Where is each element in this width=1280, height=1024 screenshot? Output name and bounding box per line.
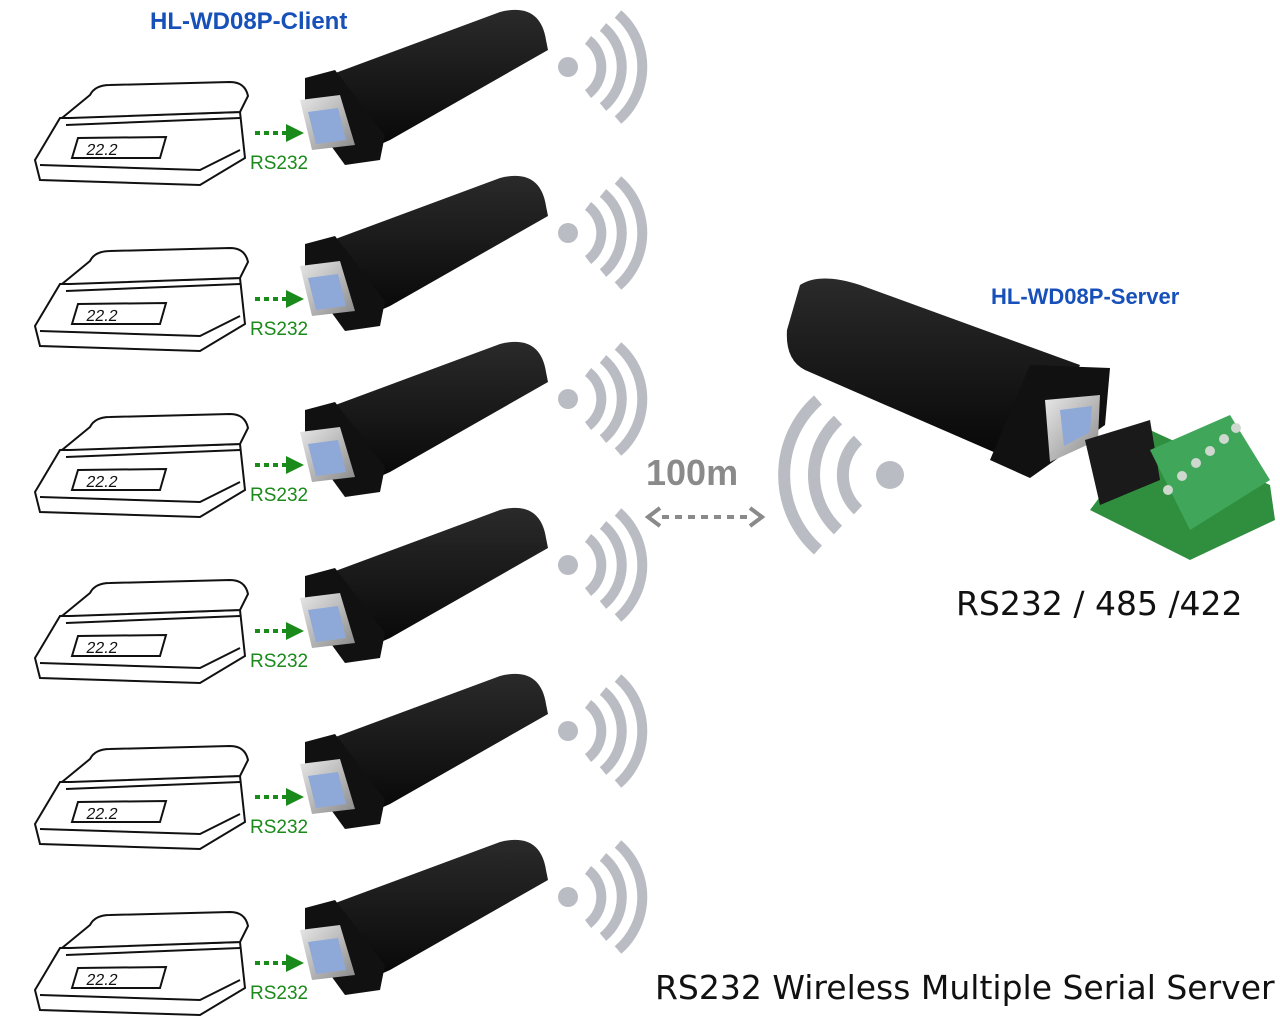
- scale-display: 22.2: [85, 307, 119, 325]
- client-row: 22.2: [33, 341, 648, 519]
- arrow-right-icon: [255, 456, 304, 474]
- client-dongle: [300, 507, 548, 663]
- client-row: 22.2: [33, 9, 648, 187]
- wifi-signal-icon: [558, 176, 648, 290]
- arrow-right-icon: [255, 788, 304, 806]
- rs232-link-label: RS232: [250, 319, 309, 340]
- client-title: HL-WD08P-Client: [150, 8, 348, 35]
- rs232-link-label: RS232: [250, 983, 309, 1004]
- arrow-right-icon: [255, 124, 304, 142]
- arrow-right-icon: [255, 954, 304, 972]
- rs232-link-label: RS232: [250, 817, 309, 838]
- terminal-block-adapter: [1085, 415, 1275, 560]
- client-row: 22.2: [33, 507, 648, 685]
- wifi-signal-icon: [558, 674, 648, 788]
- client-row: 22.2: [33, 673, 648, 851]
- scale-display: 22.2: [85, 971, 119, 989]
- scale-display: 22.2: [85, 805, 119, 823]
- client-dongle: [300, 839, 548, 995]
- weighing-scale-icon: 22.2: [33, 578, 250, 685]
- server-title: HL-WD08P-Server: [991, 284, 1180, 309]
- server-interfaces-label: RS232 / 485 /422: [956, 584, 1243, 623]
- arrow-right-icon: [255, 290, 304, 308]
- client-dongle: [300, 9, 548, 165]
- distance-label: 100m: [646, 452, 739, 493]
- rs232-link-label: RS232: [250, 651, 309, 672]
- weighing-scale-icon: 22.2: [33, 744, 250, 851]
- client-row: 22.2: [33, 839, 648, 1017]
- weighing-scale-icon: 22.2: [33, 246, 250, 353]
- weighing-scale-icon: 22.2: [33, 910, 250, 1017]
- wifi-signal-icon: [558, 840, 648, 954]
- weighing-scale-icon: 22.2: [33, 412, 250, 519]
- footer-title: RS232 Wireless Multiple Serial Server: [655, 968, 1275, 1007]
- wifi-signal-icon: [778, 395, 904, 555]
- rs232-link-label: RS232: [250, 485, 309, 506]
- wifi-signal-icon: [558, 10, 648, 124]
- double-arrow-icon: [644, 506, 766, 528]
- client-dongle: [300, 341, 548, 497]
- client-dongle: [300, 673, 548, 829]
- rs232-link-label: RS232: [250, 153, 309, 174]
- weighing-scale-icon: 22.2: [33, 80, 250, 187]
- scale-display: 22.2: [85, 141, 119, 159]
- wifi-signal-icon: [558, 508, 648, 622]
- client-row: 22.2: [33, 175, 648, 353]
- client-dongle: [300, 175, 548, 331]
- wifi-signal-icon: [558, 342, 648, 456]
- server-dongle: [786, 278, 1110, 478]
- scale-display: 22.2: [85, 639, 119, 657]
- arrow-right-icon: [255, 622, 304, 640]
- scale-display: 22.2: [85, 473, 119, 491]
